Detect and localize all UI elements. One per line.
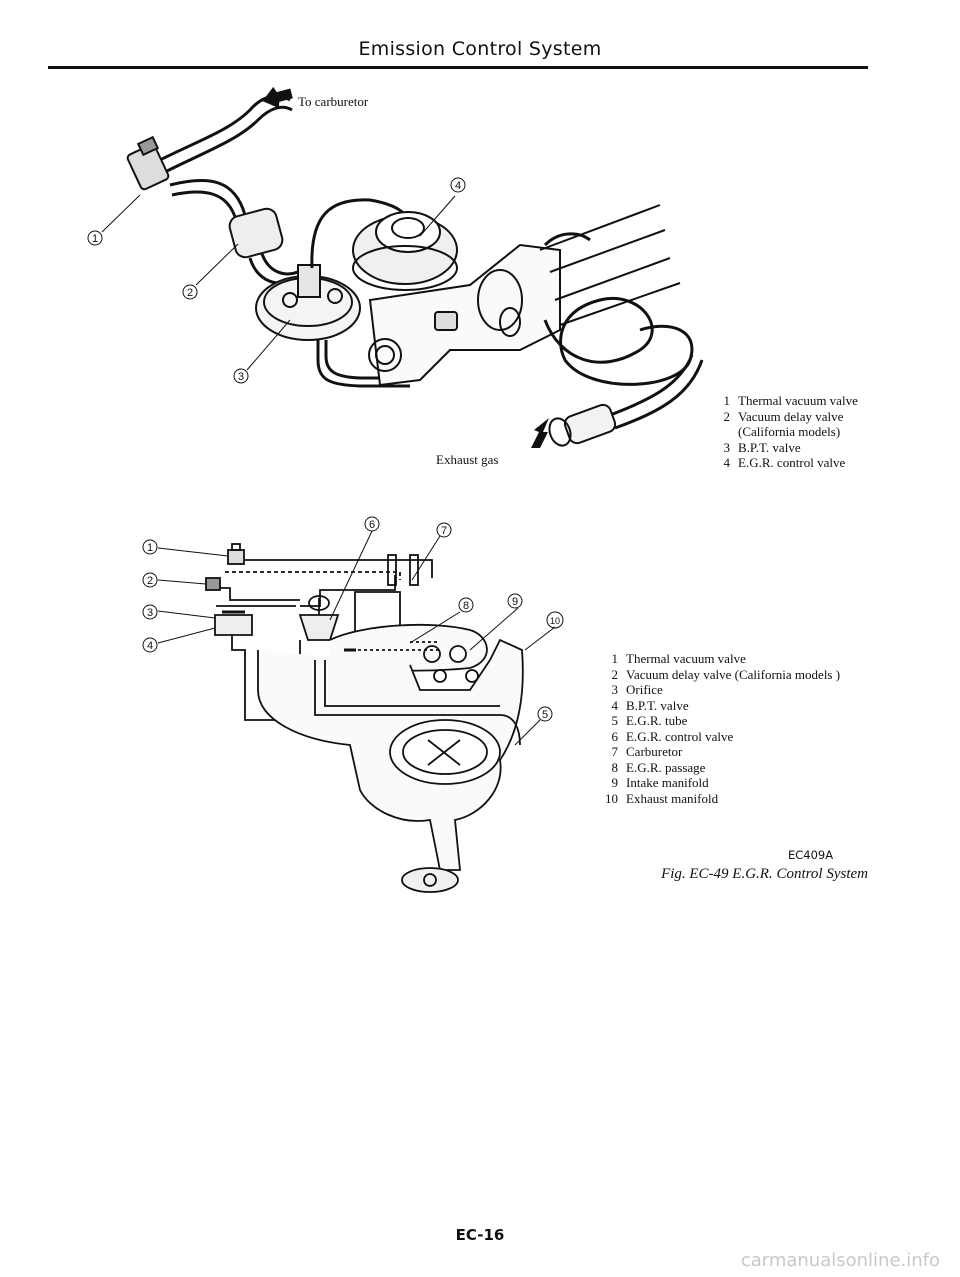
legend-top-text: E.G.R. control valve bbox=[738, 455, 846, 470]
legend-bottom-item: 7 Carburetor bbox=[600, 744, 840, 760]
legend-bottom-text: Thermal vacuum valve bbox=[626, 651, 746, 666]
legend-bottom-num: 6 bbox=[611, 728, 619, 744]
legend-bottom-text: B.P.T. valve bbox=[626, 697, 689, 713]
legend-bottom-num: 1 bbox=[611, 651, 619, 666]
bottom-callout-7: 7 bbox=[441, 525, 447, 537]
legend-bottom-num: 9 bbox=[611, 775, 619, 790]
legend-bottom-num: 4 bbox=[611, 697, 619, 713]
legend-top-item: 4 E.G.R. control valve bbox=[712, 455, 858, 471]
legend-bottom-item: 4 B.P.T. valve bbox=[600, 698, 840, 714]
legend-bottom-item: 1 Thermal vacuum valve bbox=[600, 651, 840, 667]
top-callout-3: 3 bbox=[238, 371, 244, 383]
thermal-vacuum-valve-shape bbox=[126, 135, 170, 191]
legend-bottom-item: 3 Orifice bbox=[600, 682, 840, 698]
legend-top-num bbox=[712, 424, 730, 440]
legend-top-text: Vacuum delay valve bbox=[738, 408, 844, 424]
legend-bottom-text: E.G.R. passage bbox=[626, 759, 706, 775]
legend-top-item: 1 Thermal vacuum valve bbox=[712, 393, 858, 409]
legend-bottom-text: Intake manifold bbox=[626, 775, 709, 790]
page-number: EC-16 bbox=[455, 1226, 505, 1244]
bottom-callouts bbox=[142, 516, 564, 722]
legend-bottom-item: 8 E.G.R. passage bbox=[600, 760, 840, 776]
legend-bottom-text: Exhaust manifold bbox=[626, 790, 719, 806]
legend-bottom-item: 2 Vacuum delay valve (California models ) bbox=[600, 666, 841, 683]
legend-top: 1 Thermal vacuum valve 2 Vacuum delay valv… bbox=[712, 393, 858, 471]
legend-bottom-text: Vacuum delay valve (California models ) bbox=[626, 666, 841, 682]
legend-bottom-text: E.G.R. control valve bbox=[626, 728, 734, 744]
top-callout-1: 1 bbox=[92, 233, 98, 245]
bottom-callout-10: 10 bbox=[550, 616, 560, 626]
top-callout-2: 2 bbox=[187, 287, 193, 299]
top-callout-4: 4 bbox=[455, 180, 461, 192]
legend-bottom-item: 5 E.G.R. tube bbox=[600, 713, 840, 729]
bottom-callout-3: 3 bbox=[147, 607, 153, 619]
figure-code: EC409A bbox=[788, 848, 834, 862]
bottom-callout-8: 8 bbox=[463, 600, 469, 612]
legend-bottom-item: 10 Exhaust manifold bbox=[600, 791, 840, 807]
top-callout-leaders bbox=[101, 194, 456, 371]
bottom-schematic bbox=[205, 543, 524, 893]
bottom-callout-leaders bbox=[157, 530, 556, 746]
legend-bottom-text: E.G.R. tube bbox=[626, 713, 688, 728]
legend-bottom-text: Orifice bbox=[626, 682, 663, 697]
bottom-callout-9: 9 bbox=[512, 596, 518, 608]
page-header-title: Emission Control System bbox=[358, 38, 602, 60]
legend-bottom-num: 3 bbox=[611, 682, 619, 697]
top-callouts bbox=[87, 177, 466, 384]
bottom-callout-1: 1 bbox=[147, 542, 153, 554]
legend-bottom-text: Carburetor bbox=[626, 744, 683, 759]
legend-bottom-item: 6 E.G.R. control valve bbox=[600, 729, 840, 745]
bottom-callout-2: 2 bbox=[147, 575, 153, 587]
flow-arrows bbox=[262, 86, 549, 448]
bottom-callout-5: 5 bbox=[542, 709, 548, 721]
header-rule bbox=[48, 66, 868, 69]
legend-bottom-num: 5 bbox=[611, 713, 619, 728]
legend-bottom-num: 7 bbox=[611, 744, 619, 759]
legend-bottom-num: 2 bbox=[611, 666, 619, 682]
bottom-callout-4: 4 bbox=[147, 640, 153, 652]
legend-bottom-num: 8 bbox=[611, 759, 619, 775]
legend-top-text: (California models) bbox=[738, 424, 841, 439]
legend-bottom-num: 10 bbox=[605, 790, 618, 806]
legend-bottom-item: 9 Intake manifold bbox=[600, 775, 840, 791]
legend-top-text: B.P.T. valve bbox=[738, 439, 801, 455]
legend-top-num: 4 bbox=[723, 455, 731, 470]
figure-caption: Fig. EC-49 E.G.R. Control System bbox=[661, 866, 868, 882]
to-carburetor-label: To carburetor bbox=[298, 94, 369, 109]
legend-top-num: 3 bbox=[723, 439, 731, 455]
legend-top-num: 2 bbox=[723, 408, 731, 424]
legend-top-num: 1 bbox=[723, 393, 731, 408]
legend-top-item: 2 Vacuum delay valve bbox=[712, 409, 858, 425]
legend-top-item: (California models) bbox=[712, 424, 858, 440]
legend-top-text: Thermal vacuum valve bbox=[738, 393, 858, 408]
bottom-callout-6: 6 bbox=[369, 519, 375, 531]
legend-bottom: 1 Thermal vacuum valve 2 Vacuum delay valv… bbox=[600, 651, 840, 806]
exhaust-gas-label: Exhaust gas bbox=[436, 452, 498, 467]
watermark: carmanualsonline.info bbox=[740, 1250, 940, 1271]
top-illustration bbox=[126, 94, 704, 447]
legend-top-item: 3 B.P.T. valve bbox=[712, 440, 858, 456]
